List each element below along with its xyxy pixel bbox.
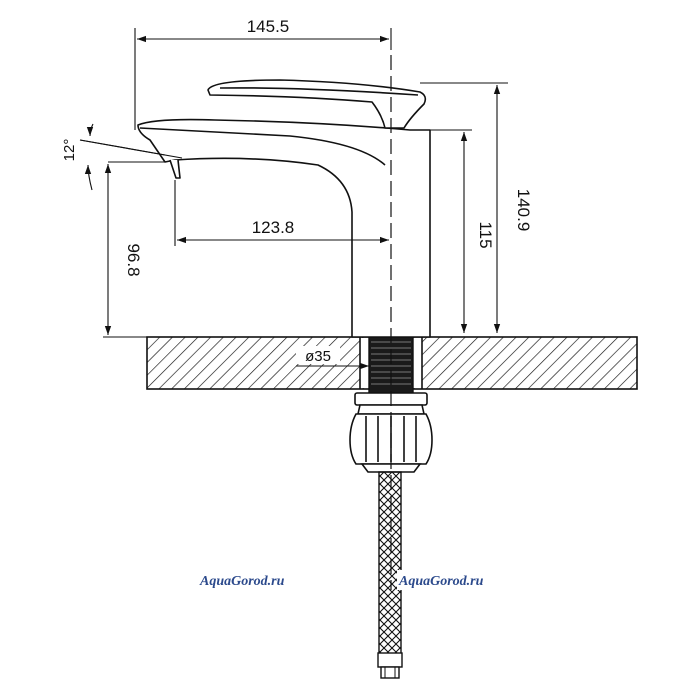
dim-spout-height-label: 96.8 <box>124 243 143 276</box>
dim-body-height-label: 115 <box>476 221 495 248</box>
dim-overall-width <box>134 28 392 130</box>
mounting-shank <box>368 336 414 396</box>
watermark-right: AquaGorod.ru <box>398 574 484 589</box>
dim-base-diameter-label: ø35 <box>305 348 331 365</box>
dim-body-height <box>430 129 472 333</box>
dim-overall-height <box>420 82 508 333</box>
dim-spout-angle <box>79 123 183 191</box>
watermark-left: AquaGorod.ru <box>199 574 285 589</box>
dim-spout-height <box>103 161 165 338</box>
dim-overall-width-label: 145.5 <box>247 17 290 36</box>
dim-base-diameter <box>296 346 369 370</box>
faucet-body <box>137 118 431 338</box>
dim-spout-reach-label: 123.8 <box>252 218 295 237</box>
faucet-lever <box>207 79 427 129</box>
dim-spout-angle-label: 12° <box>61 139 78 162</box>
dim-spout-reach <box>174 180 389 246</box>
dim-overall-height-label: 140.9 <box>514 189 533 232</box>
braided-hose <box>377 471 403 679</box>
